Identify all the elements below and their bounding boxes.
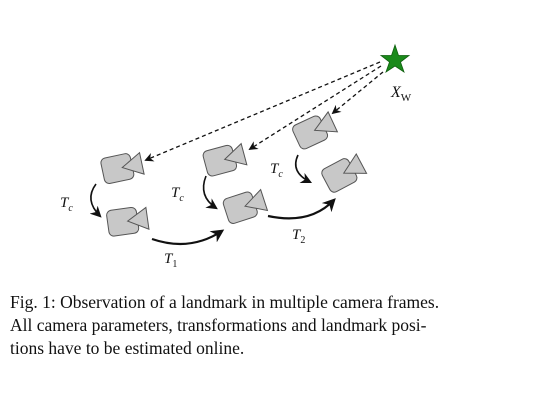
t2-arrow [267,198,336,220]
tc-label-2: Tc [171,185,184,204]
ray-to-camera-5 [331,71,384,115]
tc-arrows [89,154,313,218]
t1-arrow [151,229,225,245]
t2-label: T2 [292,227,305,246]
t1-label: T1 [164,251,177,270]
figure-caption: Fig. 1: Observation of a landmark in mul… [10,291,518,360]
tc-label-3: Tc [270,161,283,180]
motion-arrows [151,198,336,245]
tc-arrow-3 [294,154,313,184]
observation-rays [144,61,384,162]
camera-icon [321,153,368,193]
ray-to-camera-3 [248,65,382,150]
tc-arrow-2 [202,175,218,210]
camera-icon [106,206,150,237]
ray-to-camera-1 [144,61,381,162]
tc-arrow-1 [89,183,102,218]
caption-line-3: tions have to be estimated online. [10,338,245,358]
tc-label-1: Tc [60,195,73,214]
caption-line-2: All camera parameters, transformations a… [10,315,427,335]
star-icon [379,43,411,73]
landmark-label: XW [390,84,412,104]
camera-icon [202,142,248,177]
camera-icon [292,110,339,150]
caption-line-1: Fig. 1: Observation of a landmark in mul… [10,292,440,312]
camera-icon [100,151,145,185]
camera-icon [222,188,269,224]
figure-diagram: XW Tc Tc Tc T1 [60,43,412,270]
